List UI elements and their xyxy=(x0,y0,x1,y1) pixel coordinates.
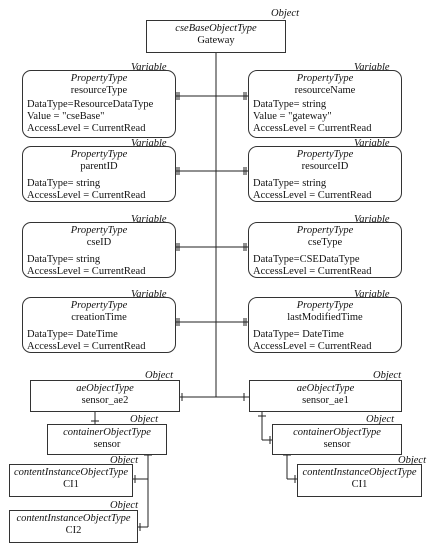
node-cse-type: PropertyType cseType DataType=CSEDataTyp… xyxy=(248,222,402,278)
ci-left-2-name: CI2 xyxy=(65,525,82,536)
prop1-line: DataType= string xyxy=(253,99,327,110)
node-creation-time: PropertyType creationTime DataType= Date… xyxy=(22,297,176,353)
prop6-line: AccessLevel = CurrentRead xyxy=(27,341,146,352)
ci-left-1-type: contentInstanceObjectType xyxy=(13,467,129,478)
ci-right-1-name: CI1 xyxy=(351,479,368,490)
node-cse-id: PropertyType cseID DataType= string Acce… xyxy=(22,222,176,278)
prop1-name: resourceName xyxy=(294,85,356,96)
ae-left-name: sensor_ae2 xyxy=(81,395,129,406)
node-container-left: containerObjectType sensor xyxy=(47,424,167,455)
ci-left-2-kind: Object xyxy=(110,500,138,511)
node-parent-id: PropertyType parentID DataType= string A… xyxy=(22,146,176,202)
prop4-line: DataType= string xyxy=(27,254,101,265)
prop4-kind: Variable xyxy=(131,214,167,225)
node-ci-left-1: contentInstanceObjectType CI1 xyxy=(9,464,133,497)
node-ci-right-1: contentInstanceObjectType CI1 xyxy=(297,464,422,497)
ae-left-kind: Object xyxy=(145,370,173,381)
prop3-name: resourceID xyxy=(301,161,349,172)
prop5-kind: Variable xyxy=(354,214,390,225)
prop2-name: parentID xyxy=(80,161,118,172)
container-left-kind: Object xyxy=(130,414,158,425)
ae-right-name: sensor_ae1 xyxy=(302,395,349,406)
node-resource-id: PropertyType resourceID DataType= string… xyxy=(248,146,402,202)
prop1-type: PropertyType xyxy=(296,73,354,84)
prop6-line: DataType= DateTime xyxy=(27,329,118,340)
node-resource-type: PropertyType resourceType DataType=Resou… xyxy=(22,70,176,138)
prop4-type: PropertyType xyxy=(70,225,128,236)
node-ae-left: aeObjectType sensor_ae2 xyxy=(30,380,180,412)
prop3-type: PropertyType xyxy=(296,149,354,160)
prop0-line: Value = "cseBase" xyxy=(27,111,105,122)
prop2-kind: Variable xyxy=(131,138,167,149)
prop7-line: AccessLevel = CurrentRead xyxy=(253,341,372,352)
container-left-name: sensor xyxy=(93,439,121,450)
prop4-name: cseID xyxy=(86,237,112,248)
container-right-type: containerObjectType xyxy=(293,427,381,438)
prop0-name: resourceType xyxy=(70,85,128,96)
node-cse-base: cseBaseObjectType Gateway xyxy=(146,20,286,53)
prop7-kind: Variable xyxy=(354,289,390,300)
prop2-type: PropertyType xyxy=(70,149,128,160)
prop1-kind: Variable xyxy=(354,62,390,73)
node-container-right: containerObjectType sensor xyxy=(272,424,402,455)
ci-right-1-type: contentInstanceObjectType xyxy=(302,467,417,478)
prop1-line: AccessLevel = CurrentRead xyxy=(253,123,372,134)
ae-right-kind: Object xyxy=(373,370,401,381)
node-resource-name: PropertyType resourceName DataType= stri… xyxy=(248,70,402,138)
ae-right-type: aeObjectType xyxy=(296,383,355,394)
container-right-name: sensor xyxy=(323,439,351,450)
node-last-modified-time: PropertyType lastModifiedTime DataType= … xyxy=(248,297,402,353)
prop0-line: AccessLevel = CurrentRead xyxy=(27,123,146,134)
prop6-name: creationTime xyxy=(71,312,127,323)
root-kind: Object xyxy=(271,8,299,19)
prop1-line: Value = "gateway" xyxy=(253,111,332,122)
root-type: cseBaseObjectType xyxy=(175,23,257,34)
prop7-type: PropertyType xyxy=(296,300,354,311)
ci-left-1-kind: Object xyxy=(110,455,138,466)
root-name: Gateway xyxy=(197,35,235,46)
prop7-name: lastModifiedTime xyxy=(287,312,363,323)
prop5-line: AccessLevel = CurrentRead xyxy=(253,266,372,277)
ae-left-type: aeObjectType xyxy=(76,383,134,394)
node-ci-left-2: contentInstanceObjectType CI2 xyxy=(9,510,138,543)
prop0-line: DataType=ResourceDataType xyxy=(27,99,154,110)
prop2-line: DataType= string xyxy=(27,178,101,189)
ci-left-2-type: contentInstanceObjectType xyxy=(16,513,131,524)
prop5-line: DataType=CSEDataType xyxy=(253,254,360,265)
prop2-line: AccessLevel = CurrentRead xyxy=(27,190,146,201)
prop0-type: PropertyType xyxy=(70,73,128,84)
prop7-line: DataType= DateTime xyxy=(253,329,344,340)
prop6-type: PropertyType xyxy=(70,300,128,311)
prop0-kind: Variable xyxy=(131,62,167,73)
ci-right-1-kind: Object xyxy=(398,455,426,466)
prop3-kind: Variable xyxy=(354,138,390,149)
container-right-kind: Object xyxy=(366,414,394,425)
prop3-line: DataType= string xyxy=(253,178,327,189)
ci-left-1-name: CI1 xyxy=(63,479,79,490)
container-left-type: containerObjectType xyxy=(63,427,151,438)
prop5-type: PropertyType xyxy=(296,225,354,236)
prop6-kind: Variable xyxy=(131,289,167,300)
node-ae-right: aeObjectType sensor_ae1 xyxy=(249,380,402,412)
prop5-name: cseType xyxy=(307,237,343,248)
prop3-line: AccessLevel = CurrentRead xyxy=(253,190,372,201)
prop4-line: AccessLevel = CurrentRead xyxy=(27,266,146,277)
